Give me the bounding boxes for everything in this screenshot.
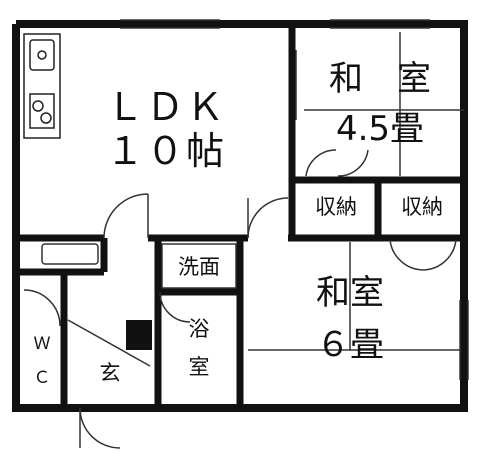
bathroom-label-line1: 浴 (188, 317, 210, 341)
bathroom-label-line2: 室 (188, 355, 210, 379)
washitsu-6-label-line2: ６畳 (316, 325, 384, 365)
washroom-label: 洗面 (178, 255, 220, 279)
ldk-label-line2: １０帖 (105, 129, 226, 173)
kitchen-fixtures (23, 33, 61, 139)
thin-lines (23, 19, 469, 449)
washitsu-45-label-line1: 和 室 (329, 59, 431, 99)
interior-walls (16, 24, 464, 408)
washitsu-45-label-line2: 4.5畳 (335, 109, 425, 149)
washitsu-6-label-line1: 和室 (316, 273, 384, 313)
ldk-label-line1: ＬＤＫ (105, 85, 226, 129)
column-block (126, 320, 152, 350)
wc-label-line2: Ｃ (33, 368, 51, 388)
wc-label-line1: Ｗ (33, 334, 51, 354)
storage-label-1: 収納 (315, 195, 357, 219)
entrance-label: 玄 (99, 361, 121, 385)
storage-label-2: 収納 (401, 195, 443, 219)
outer-walls (12, 20, 468, 412)
